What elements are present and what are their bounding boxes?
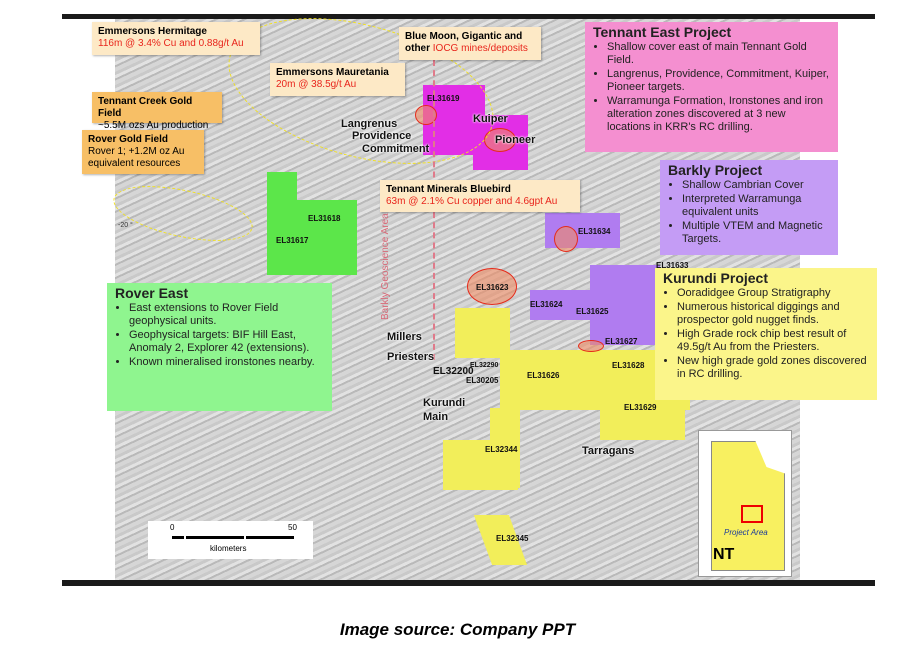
panel-bullet: Shallow cover east of main Tennant Gold … [607, 41, 830, 67]
scale-unit: kilometers [210, 544, 247, 553]
panel-bullet: Known mineralised ironstones nearby. [129, 356, 324, 369]
tenement-label: EL31629 [624, 403, 657, 412]
scale-end: 50 [288, 523, 297, 532]
panel-bullet: Ooradidgee Group Stratigraphy [677, 287, 869, 300]
tenement-label: EL31625 [576, 307, 609, 316]
tenement-label: EL32200 [433, 366, 474, 377]
inset-map: Project Area NT [698, 430, 792, 577]
place-label: Millers [387, 331, 422, 343]
kurundi-panel: Kurundi Project Ooradidgee Group Stratig… [655, 268, 877, 400]
panel-title: Rover East [115, 285, 189, 301]
project-area-label: Project Area [724, 528, 768, 537]
tenement-label: EL31617 [276, 236, 309, 245]
panel-title: Tennant East Project [593, 24, 732, 40]
place-label: Priesters [387, 351, 435, 363]
target-ellipse [554, 226, 578, 252]
scale-bar: 0 50 kilometers [148, 521, 313, 559]
panel-bullet: High Grade rock chip best result of 49.5… [677, 328, 869, 354]
callout-text: equivalent resources [88, 158, 181, 169]
panel-bullet: Geophysical targets: BIF Hill East, Anom… [129, 329, 324, 355]
panel-bullet: Numerous historical diggings and prospec… [677, 301, 869, 327]
callout-title: Tennant Minerals Bluebird [386, 184, 511, 195]
top-border [62, 14, 875, 19]
callout-result: 63m @ 2.1% Cu copper and 4.6gpt Au [386, 196, 558, 207]
callout-title: Tennant Creek Gold Field [98, 96, 193, 119]
geoscience-area-label: Barkly Geoscience Area [380, 213, 391, 320]
tenement-label: EL31628 [612, 361, 645, 370]
target-ellipse [484, 128, 516, 152]
tenement-label: EL31634 [578, 227, 611, 236]
target-ellipse [415, 105, 437, 125]
callout-text: ~5.5M ozs Au production [98, 120, 209, 131]
tennant-east-panel: Tennant East Project Shallow cover east … [585, 22, 838, 152]
panel-title: Kurundi Project [663, 270, 769, 286]
tenement-label: EL31626 [527, 371, 560, 380]
tenement-label: EL31623 [476, 283, 509, 292]
project-area-marker [741, 505, 763, 523]
tenement-label: EL32290 [470, 362, 499, 369]
barkly-tenement [530, 290, 610, 320]
place-label: Pioneer [495, 134, 536, 146]
barkly-panel: Barkly Project Shallow Cambrian CoverInt… [660, 160, 838, 255]
kurundi-tenement [600, 400, 685, 440]
bluebird-callout: Tennant Minerals Bluebird 63m @ 2.1% Cu … [380, 180, 580, 212]
place-label: Commitment [362, 143, 430, 155]
blue-moon-callout: Blue Moon, Gigantic and other IOCG mines… [399, 27, 541, 60]
panel-bullet: New high grade gold zones discovered in … [677, 355, 869, 381]
place-label: Tarragans [582, 445, 635, 457]
place-label: Kurundi [423, 397, 466, 409]
tennant-east-tenement [455, 85, 485, 115]
bottom-border [62, 580, 875, 586]
scale-start: 0 [170, 523, 175, 532]
tenement-label: EL30205 [466, 376, 499, 385]
tenement-label: EL31624 [530, 300, 563, 309]
place-label: Providence [352, 130, 412, 142]
place-label: Langrenus [341, 118, 398, 130]
rover-east-tenement [267, 200, 357, 275]
kurundi-tenement [455, 308, 510, 358]
panel-bullet: Interpreted Warramunga equivalent units [682, 193, 830, 219]
tenement-label: EL31633 [656, 261, 689, 270]
hermitage-callout: Emmersons Hermitage 116m @ 3.4% Cu and 0… [92, 22, 260, 55]
callout-text: other [405, 43, 433, 54]
panel-bullet: Multiple VTEM and Magnetic Targets. [682, 220, 830, 246]
place-label: Main [423, 411, 449, 423]
kurundi-tenement [490, 408, 520, 488]
tenement-label: EL32344 [485, 445, 518, 454]
callout-title: Emmersons Mauretania [276, 67, 389, 78]
callout-title: Emmersons Hermitage [98, 26, 207, 37]
callout-text: Blue Moon, Gigantic and [405, 31, 523, 42]
panel-bullet: Shallow Cambrian Cover [682, 179, 830, 192]
target-ellipse [578, 340, 604, 352]
callout-title: Rover Gold Field [88, 134, 169, 145]
callout-result: 116m @ 3.4% Cu and 0.88g/t Au [98, 38, 244, 49]
tenement-label: EL31619 [427, 94, 460, 103]
mauretania-callout: Emmersons Mauretania 20m @ 38.5g/t Au [270, 63, 405, 96]
callout-highlight: IOCG mines/deposits [432, 43, 528, 54]
callout-text: Rover 1; +1.2M oz Au [88, 146, 185, 157]
callout-result: 20m @ 38.5g/t Au [276, 79, 357, 90]
rover-gold-callout: Rover Gold Field Rover 1; +1.2M oz Au eq… [82, 130, 204, 174]
scale-line [172, 536, 294, 539]
image-caption: Image source: Company PPT [339, 620, 576, 639]
tenement-label: EL32345 [496, 534, 529, 543]
place-label: Kuiper [473, 113, 508, 125]
region-label: NT [713, 546, 735, 563]
panel-bullet: Langrenus, Providence, Commitment, Kuipe… [607, 68, 830, 94]
panel-bullet: Warramunga Formation, Ironstones and iro… [607, 95, 830, 134]
rover-east-panel: Rover East East extensions to Rover Fiel… [107, 283, 332, 411]
tenement-label: EL31618 [308, 214, 341, 223]
target-ellipse [467, 268, 517, 305]
tennant-creek-callout: Tennant Creek Gold Field ~5.5M ozs Au pr… [92, 92, 222, 131]
panel-bullet: East extensions to Rover Field geophysic… [129, 302, 324, 328]
grid-latitude-label: -20 ° [118, 222, 133, 229]
panel-title: Barkly Project [668, 162, 763, 178]
tenement-label: EL31627 [605, 337, 638, 346]
